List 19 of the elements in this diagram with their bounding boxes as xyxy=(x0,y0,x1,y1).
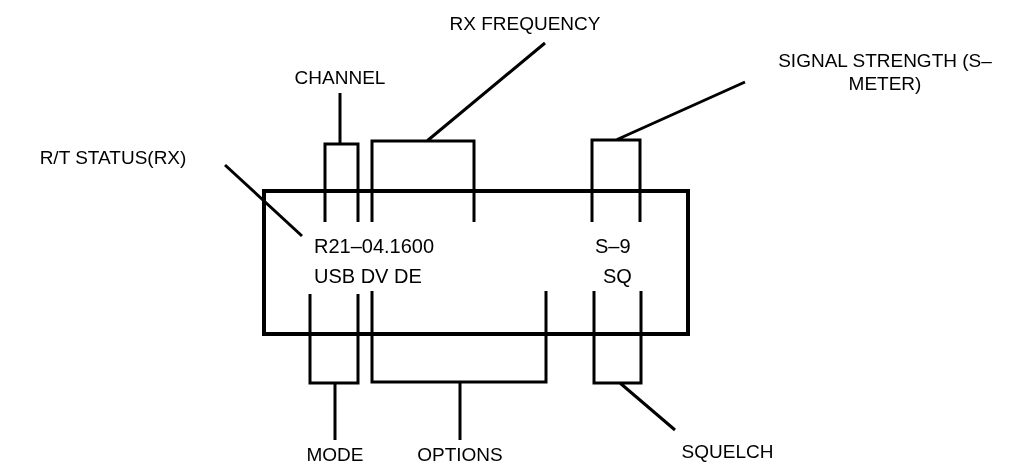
display-readout: SQ xyxy=(603,265,632,288)
leader-line xyxy=(323,91,360,224)
callout-label: RX FREQUENCY xyxy=(420,12,630,35)
leader-line xyxy=(224,163,303,238)
leader-line xyxy=(590,80,747,224)
callout-label: OPTIONS xyxy=(395,443,525,466)
callout-label: SQUELCH xyxy=(675,440,780,463)
callout-label: CHANNEL xyxy=(280,66,400,89)
callout-label: R/T STATUS(RX) xyxy=(8,146,218,169)
leader-line xyxy=(370,289,548,442)
leader-line xyxy=(370,41,547,224)
callout-label: MODE xyxy=(295,443,375,466)
callout-label: SIGNAL STRENGTH (S–METER) xyxy=(760,49,1010,95)
leader-line xyxy=(592,289,677,432)
display-readout: USB DV DE xyxy=(314,265,422,288)
leader-line xyxy=(308,292,360,442)
display-readout: S–9 xyxy=(595,235,631,258)
display-readout: R21–04.1600 xyxy=(314,235,435,258)
display-screen xyxy=(262,189,690,336)
